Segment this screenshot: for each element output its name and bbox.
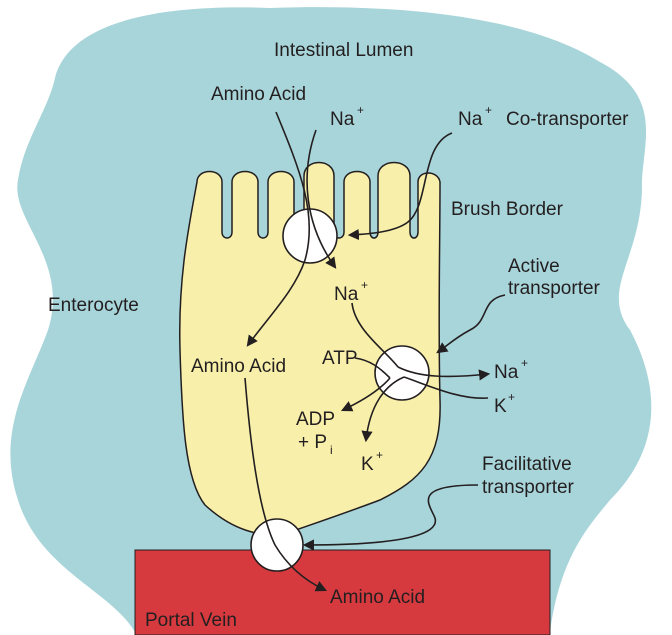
label-pi-subscript: i [330,443,333,457]
label-amino-acid-cell: Amino Acid [191,356,286,377]
label-na-out-plus: + [521,356,528,370]
label-na-lumen-plus: + [357,103,364,117]
label-brush-border: Brush Border [451,199,564,220]
label-intestinal-lumen: Intestinal Lumen [274,40,413,61]
label-na-cotransporter-ion: Na [458,109,483,130]
label-adp: ADP [296,409,335,430]
label-na-cotransporter-plus: + [485,103,492,117]
label-k-in-out: K [494,396,507,417]
label-active-transporter-line2: transporter [508,278,601,299]
label-enterocyte: Enterocyte [48,295,139,316]
na-cotransporter-circle[interactable] [283,209,337,263]
label-atp: ATP [322,348,358,369]
label-na-cell: Na [334,284,359,305]
label-facilitative-line1: Facilitative [482,454,572,475]
label-co-transporter: Co-transporter [506,109,629,130]
label-na-cell-plus: + [361,278,368,292]
label-portal-vein: Portal Vein [145,610,237,631]
label-k-cell: K [361,454,374,475]
label-amino-acid-blood: Amino Acid [330,587,425,608]
label-na-lumen: Na [330,109,355,130]
label-amino-acid-lumen: Amino Acid [211,84,306,105]
label-plus-pi: + P [298,432,327,453]
facilitative-transporter-circle[interactable] [251,519,303,571]
label-active-transporter-line1: Active [508,256,560,277]
label-k-cell-plus: + [376,448,383,462]
label-k-in-out-plus: + [508,390,515,404]
label-na-out: Na [494,362,519,383]
label-facilitative-line2: transporter [482,477,575,498]
